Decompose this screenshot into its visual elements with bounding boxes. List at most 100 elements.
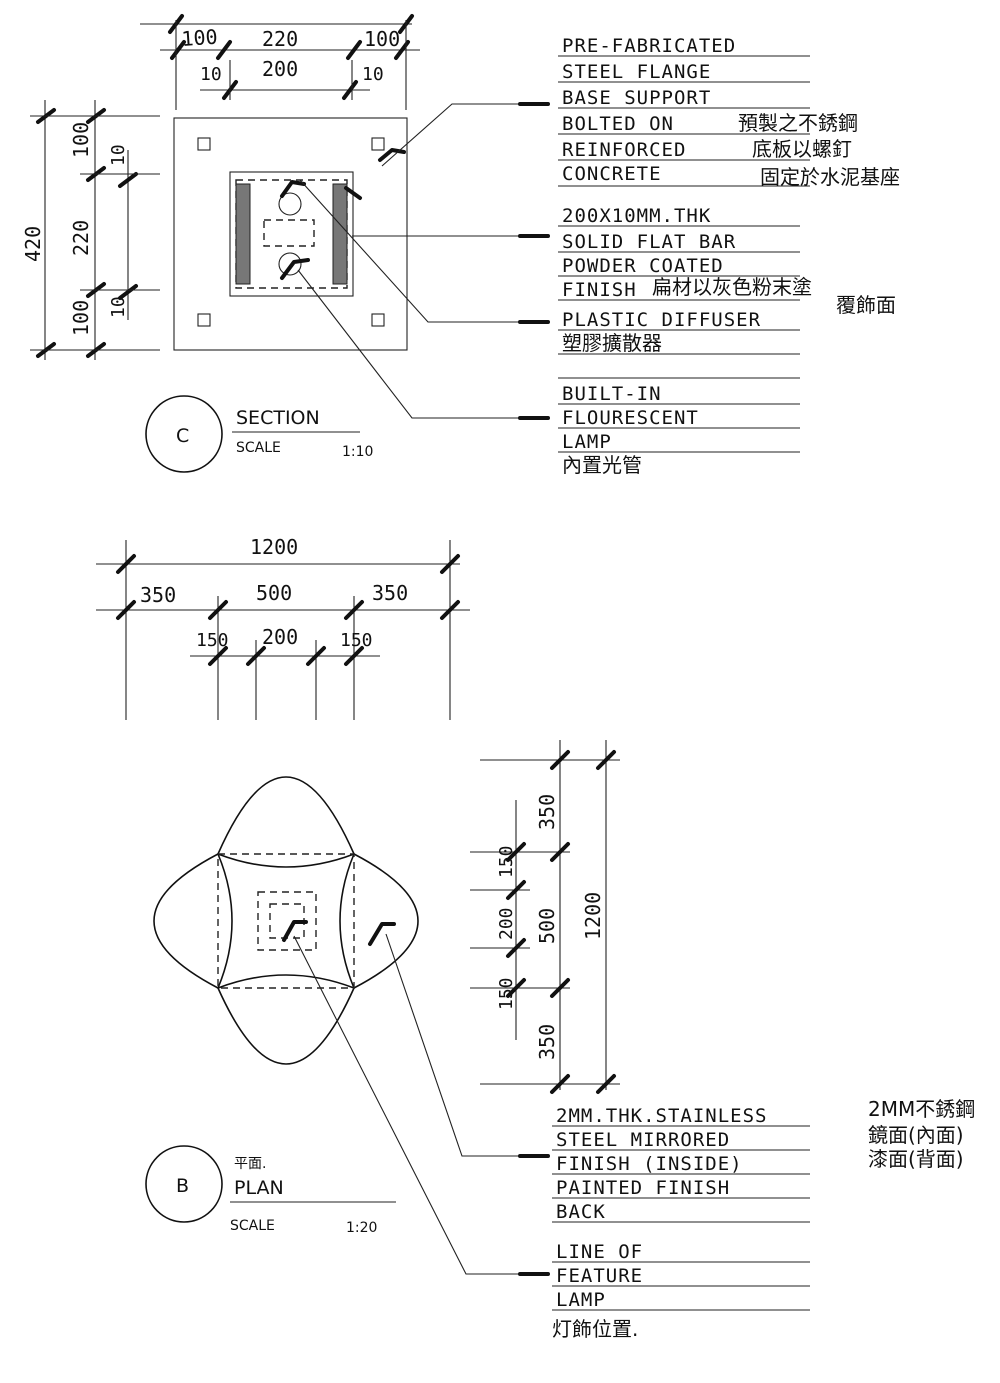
section-marker-circle — [145, 395, 223, 473]
plan-dim-right-2: 500 — [535, 908, 559, 944]
note-stainless: 2MM.THK.STAINLESS STEEL MIRRORED FINISH … — [556, 1097, 975, 1223]
svg-text:漆面(背面): 漆面(背面) — [868, 1147, 964, 1171]
sec-dim-left2-2: 10 — [108, 296, 129, 318]
plan-dim-right-1: 350 — [535, 794, 559, 830]
section-c-drawing: 100 220 100 10 200 10 420 100 220 100 10… — [21, 14, 900, 477]
plan-dim-top3-2: 200 — [262, 625, 298, 649]
leader-line — [293, 935, 520, 1275]
plan-marker-circle — [145, 1145, 223, 1223]
svg-text:CONCRETE: CONCRETE — [562, 163, 662, 185]
lamp-circle-bottom — [278, 252, 302, 276]
leader-line — [385, 933, 520, 1157]
section-scale-value: 1:10 — [342, 444, 373, 460]
svg-text:FINISH: FINISH — [562, 279, 637, 301]
sec-dim-top2-3: 10 — [362, 64, 384, 85]
note-diffuser: PLASTIC DIFFUSER 塑膠擴散器 — [562, 309, 761, 355]
svg-text:PRE-FABRICATED: PRE-FABRICATED — [562, 35, 736, 57]
bolt-hole-icon — [371, 313, 385, 327]
flange-inner-dashed — [235, 179, 348, 289]
leader-line — [299, 179, 520, 323]
svg-text:LAMP: LAMP — [562, 431, 612, 453]
sec-dim-top2-1: 10 — [200, 64, 222, 85]
svg-text:PAINTED FINISH: PAINTED FINISH — [556, 1177, 730, 1199]
plan-dim-top-3: 350 — [372, 581, 408, 605]
svg-text:FLOURESCENT: FLOURESCENT — [562, 407, 699, 429]
svg-text:預製之不銹鋼: 預製之不銹鋼 — [738, 111, 858, 135]
plan-dim-right3-1: 150 — [496, 845, 517, 878]
section-cut-marker — [280, 258, 310, 280]
svg-text:鏡面(內面): 鏡面(內面) — [868, 1123, 964, 1147]
plan-cut-marker — [282, 920, 308, 942]
lamp-core-dashed — [263, 219, 315, 247]
note-flange: PRE-FABRICATED STEEL FLANGE BASE SUPPORT… — [562, 35, 900, 189]
svg-text:灯飾位置.: 灯飾位置. — [552, 1317, 638, 1341]
svg-text:BOLTED ON: BOLTED ON — [562, 113, 674, 135]
plan-note-rules — [552, 1125, 810, 1311]
plan-dim-top-2: 500 — [256, 581, 292, 605]
svg-text:REINFORCED: REINFORCED — [562, 139, 686, 161]
sec-dim-top-1: 100 — [181, 25, 219, 51]
svg-text:SOLID FLAT BAR: SOLID FLAT BAR — [562, 231, 736, 253]
svg-text:內置光管: 內置光管 — [562, 453, 642, 477]
svg-text:STEEL MIRRORED: STEEL MIRRORED — [556, 1129, 730, 1151]
note-flat-bar: 200X10MM.THK SOLID FLAT BAR POWDER COATE… — [562, 205, 896, 317]
plan-scale-label: SCALE — [230, 1218, 275, 1234]
note-feature-lamp: LINE OF FEATURE LAMP 灯飾位置. — [552, 1241, 643, 1341]
plan-title-cn: 平面. — [234, 1156, 266, 1172]
section-note-rules — [558, 55, 810, 453]
sec-dim-left-3: 100 — [69, 300, 93, 336]
plan-petals — [153, 776, 419, 1065]
base-plate-outline — [173, 117, 408, 351]
plan-dim-top-1: 350 — [140, 583, 176, 607]
plan-b-drawing: 1200 350 500 350 150 200 150 1200 350 50… — [96, 535, 975, 1341]
flange-box — [229, 171, 354, 297]
plan-dim-top-total: 1200 — [250, 535, 298, 559]
svg-text:2MM.THK.STAINLESS: 2MM.THK.STAINLESS — [556, 1105, 767, 1127]
svg-text:BUILT-IN: BUILT-IN — [562, 383, 662, 405]
plan-dim-top3-1: 150 — [196, 630, 229, 651]
svg-text:底板以螺釘: 底板以螺釘 — [752, 137, 852, 161]
sec-dim-top-3: 100 — [364, 27, 400, 51]
svg-text:PLASTIC DIFFUSER: PLASTIC DIFFUSER — [562, 309, 761, 331]
sec-dim-left-1: 100 — [69, 122, 93, 158]
plan-dim-right-total: 1200 — [581, 892, 605, 940]
plan-dim-right3-2: 200 — [496, 907, 517, 940]
section-scale-label: SCALE — [236, 440, 281, 456]
section-cut-marker — [280, 180, 306, 198]
section-cut-marker — [378, 148, 406, 162]
leader-line — [381, 103, 520, 167]
svg-text:固定於水泥基座: 固定於水泥基座 — [760, 165, 900, 189]
svg-text:BASE SUPPORT: BASE SUPPORT — [562, 87, 711, 109]
plan-title: PLAN — [234, 1177, 284, 1199]
svg-text:塑膠擴散器: 塑膠擴散器 — [562, 331, 662, 355]
sec-dim-top2-2: 200 — [262, 57, 298, 81]
svg-text:STEEL FLANGE: STEEL FLANGE — [562, 61, 711, 83]
svg-text:覆飾面: 覆飾面 — [836, 293, 896, 317]
plan-marker-letter: B — [176, 1175, 189, 1197]
lamp-circle-top — [278, 192, 302, 216]
bolt-hole-icon — [197, 137, 211, 151]
bolt-hole-icon — [371, 137, 385, 151]
sec-dim-left-total: 420 — [21, 226, 45, 262]
sec-dim-top-2: 220 — [262, 27, 298, 51]
sec-dim-left-2: 220 — [69, 220, 93, 256]
flat-bar-left — [235, 183, 251, 285]
svg-text:FEATURE: FEATURE — [556, 1265, 643, 1287]
svg-text:2MM不銹鋼: 2MM不銹鋼 — [868, 1097, 975, 1121]
sec-dim-left2-1: 10 — [108, 144, 129, 166]
bolt-hole-icon — [197, 313, 211, 327]
plan-dim-right-3: 350 — [535, 1024, 559, 1060]
plan-cut-marker — [368, 922, 396, 946]
svg-text:LINE OF: LINE OF — [556, 1241, 643, 1263]
plan-scale-value: 1:20 — [346, 1220, 377, 1236]
leader-line — [297, 269, 520, 419]
flat-bar-right — [332, 183, 348, 285]
svg-text:200X10MM.THK: 200X10MM.THK — [562, 205, 711, 227]
plan-dim-top3-3: 150 — [340, 630, 373, 651]
section-title: SECTION — [236, 407, 320, 429]
svg-text:扁材以灰色粉末塗: 扁材以灰色粉末塗 — [652, 275, 812, 299]
section-cut-marker — [344, 186, 362, 200]
svg-text:POWDER COATED: POWDER COATED — [562, 255, 724, 277]
